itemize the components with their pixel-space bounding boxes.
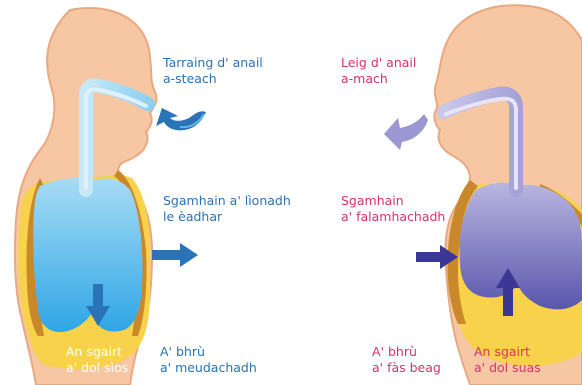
inhale-breath-line1: Tarraing d' anail: [163, 55, 263, 71]
inhale-belly-line2: a' meudachadh: [160, 360, 257, 376]
exhale-air-arrow-icon: [384, 114, 428, 150]
exhale-diaphragm-line1: An sgairt: [474, 344, 541, 360]
inhale-diaphragm-line2: a' dol sìos: [66, 360, 128, 376]
exhale-diaphragm-label: An sgairt a' dol suas: [474, 344, 541, 376]
inhale-belly-label: A' bhrù a' meudachadh: [160, 344, 257, 376]
inhale-lungs-line1: Sgamhain a' lìonadh: [163, 193, 291, 209]
exhale-diaphragm-line2: a' dol suas: [474, 360, 541, 376]
inhale-breath-label: Tarraing d' anail a-steach: [163, 55, 263, 87]
inhale-air-arrow-icon: [156, 108, 206, 130]
exhale-lungs-line2: a' falamhachadh: [341, 209, 445, 225]
exhale-figure: [434, 5, 582, 385]
inhale-breath-line2: a-steach: [163, 71, 263, 87]
exhale-breath-line1: Leig d' anail: [341, 55, 416, 71]
exhale-belly-line2: a' fàs beag: [372, 360, 441, 376]
exhale-belly-line1: A' bhrù: [372, 344, 441, 360]
exhale-lungs-line1: Sgamhain: [341, 193, 445, 209]
inhale-diaphragm-label: An sgairt a' dol sìos: [66, 344, 128, 376]
inhale-lungs-line2: le èadhar: [163, 209, 291, 225]
exhale-belly-label: A' bhrù a' fàs beag: [372, 344, 441, 376]
inhale-lungs-label: Sgamhain a' lìonadh le èadhar: [163, 193, 291, 225]
exhale-breath-line2: a-mach: [341, 71, 416, 87]
inhale-chest-out-arrow-icon: [152, 243, 198, 267]
inhale-diaphragm-line1: An sgairt: [66, 344, 128, 360]
inhale-figure: [15, 8, 157, 385]
exhale-lungs-label: Sgamhain a' falamhachadh: [341, 193, 445, 225]
exhale-breath-label: Leig d' anail a-mach: [341, 55, 416, 87]
inhale-belly-line1: A' bhrù: [160, 344, 257, 360]
